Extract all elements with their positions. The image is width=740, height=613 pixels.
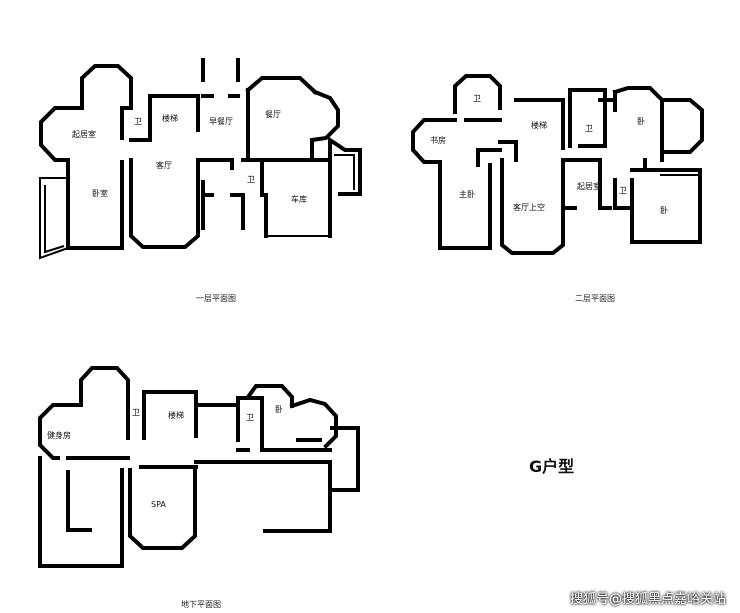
floor2-room-wei1: 卫: [473, 94, 481, 103]
floor1-room-woshi: 卧室: [92, 188, 108, 198]
floor2-room-qijushi: 起居室: [577, 181, 601, 191]
floor2-room-wei2: 卫: [585, 124, 593, 133]
basement-caption: 地下平面图: [181, 599, 221, 609]
floor2-room-wo2: 卧: [660, 206, 668, 215]
floor1-room-qijushi: 起居室: [72, 129, 96, 139]
basement-room-louti: 楼梯: [168, 410, 184, 420]
floor1-caption: 一层平面图: [196, 294, 236, 303]
floor2-room-ketingshangkong: 客厅上空: [513, 202, 545, 212]
floor1-room-keting: 客厅: [156, 160, 172, 170]
floor2-room-zhuwo: 主卧: [459, 189, 475, 199]
floor2-plan: 卫 书房 楼梯 卫 卧 主卧 客厅上空 起居室 卫 卧 二层平面图: [411, 74, 704, 303]
floor2-room-wo1: 卧: [637, 117, 645, 126]
basement-room-wo: 卧: [275, 405, 283, 414]
floor1-room-zaocanting: 早餐厅: [209, 117, 233, 126]
floor1-room-canting: 餐厅: [265, 110, 281, 119]
floor1-room-wei2: 卫: [247, 175, 255, 184]
basement-room-spa: SPA: [151, 500, 166, 509]
floor2-caption: 二层平面图: [575, 294, 615, 303]
basement-room-wei2: 卫: [246, 413, 254, 422]
basement-room-wei1: 卫: [132, 408, 140, 417]
floor2-room-wei3: 卫: [619, 186, 627, 195]
floor2-room-louti: 楼梯: [531, 120, 547, 130]
floor1-room-wei1: 卫: [134, 117, 142, 126]
floor1-room-louti: 楼梯: [162, 113, 178, 123]
unit-type-label: G户型: [529, 457, 574, 476]
watermark: 搜狐号@搜狐黑点嘉峪关站: [569, 592, 726, 607]
basement-room-jianshenfang: 健身房: [47, 430, 71, 440]
floor1-plan: 起居室 卫 楼梯 早餐厅 餐厅 卧室 客厅 卫 车库 一层平面图: [39, 58, 362, 303]
floor1-room-cheku: 车库: [291, 194, 307, 204]
floor2-room-shufang: 书房: [430, 135, 446, 145]
basement-plan: 健身房 卫 楼梯 卫 卧 SPA 地下平面图: [38, 366, 360, 609]
